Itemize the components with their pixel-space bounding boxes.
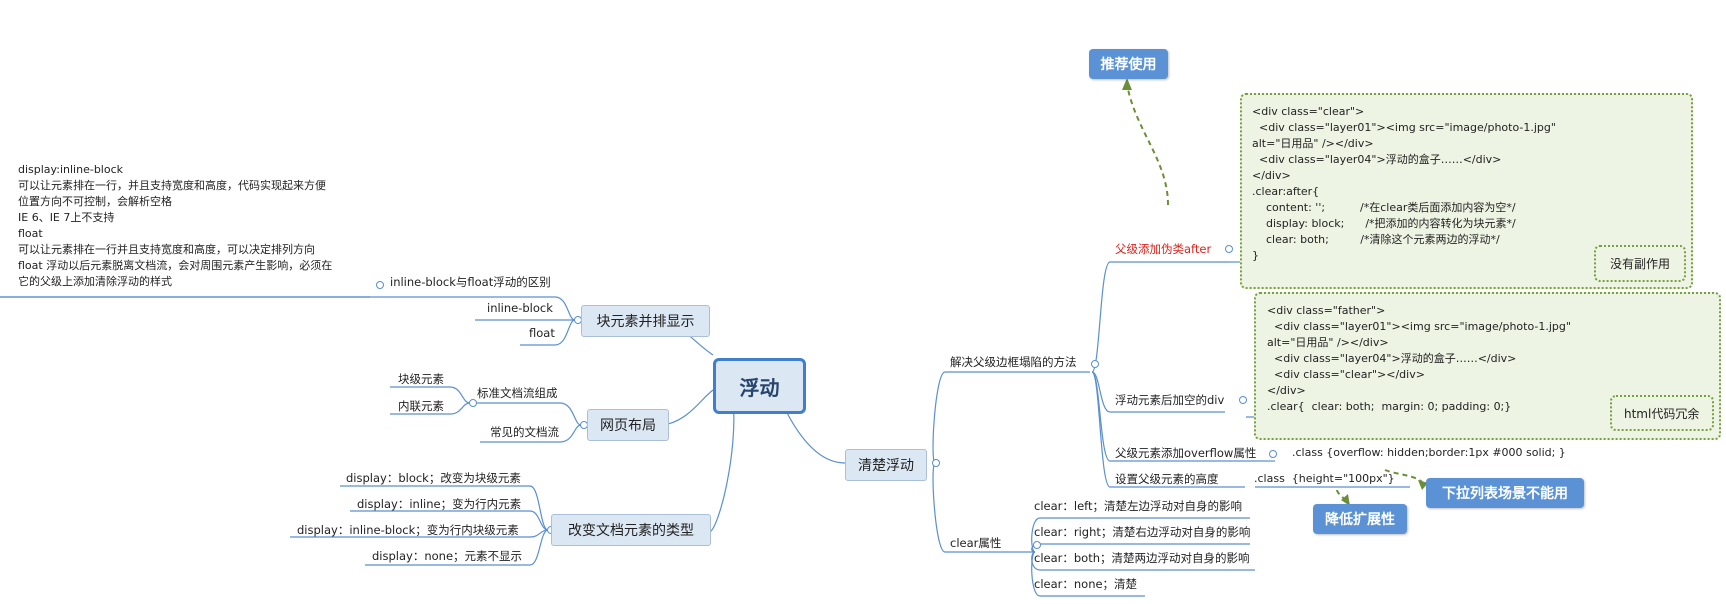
inline-block-float-note: display:inline-block 可以让元素排在一行，并且支持宽度和高度… [18,163,333,288]
child-inline-block[interactable]: inline-block [487,301,553,315]
child-solve-collapse[interactable]: 解决父级边框塌陷的方法 [950,355,1077,369]
callout-no-side-effect: 没有副作用 [1610,257,1671,271]
child-common-flow[interactable]: 常见的文档流 [490,425,559,439]
child-display-block[interactable]: display：block；改变为块级元素 [346,471,521,485]
clear-none[interactable]: clear：none；清楚 [1034,577,1138,591]
branch-block-display-label: 块元素并排显示 [596,314,695,330]
child-display-inline-block[interactable]: display：inline-block；变为行内块级元素 [297,523,519,537]
branch-clear-float-label: 清楚浮动 [858,458,914,474]
callout-dropdown-label: 下拉列表场景不能用 [1442,486,1568,502]
after-code-text: <div class="clear"> <div class="layer01"… [1252,105,1556,262]
child-display-none[interactable]: display：none；元素不显示 [372,549,523,563]
overflow-code-text: .class {overflow: hidden;border:1px #000… [1292,446,1566,459]
height-code-text: .class {height="100px"} [1254,472,1395,485]
clear-left[interactable]: clear：left；清楚左边浮动对自身的影响 [1034,499,1242,513]
clear-both[interactable]: clear：both；清楚两边浮动对自身的影响 [1034,551,1250,565]
item-overflow[interactable]: 父级元素添加overflow属性 [1115,446,1257,460]
child-inline-block-vs-float[interactable]: inline-block与float浮动的区别 [390,275,551,289]
child-clear-property[interactable]: clear属性 [950,536,1002,550]
branch-block-display[interactable]: 块元素并排显示 [581,305,710,337]
item-empty-div[interactable]: 浮动元素后加空的div [1115,393,1225,407]
branch-change-type[interactable]: 改变文档元素的类型 [551,514,711,546]
child-float[interactable]: float [529,326,555,340]
child-display-inline[interactable]: display：inline；变为行内元素 [357,497,522,511]
callout-html-redundant: html代码冗余 [1624,407,1700,421]
branch-page-layout-label: 网页布局 [600,418,656,434]
clear-right[interactable]: clear：right；清楚右边浮动对自身的影响 [1034,525,1251,539]
root-node[interactable]: 浮动 [713,358,806,414]
callout-dropdown[interactable]: 下拉列表场景不能用 [1426,478,1584,508]
grandchild-inline-element[interactable]: 内联元素 [398,399,444,413]
root-label: 浮动 [739,375,780,400]
callout-recommend[interactable]: 推荐使用 [1089,49,1168,79]
branch-change-type-label: 改变文档元素的类型 [568,523,694,539]
branch-page-layout[interactable]: 网页布局 [587,409,669,441]
child-standard-flow[interactable]: 标准文档流组成 [477,386,558,400]
item-set-height[interactable]: 设置父级元素的高度 [1115,472,1219,486]
callout-recommend-label: 推荐使用 [1100,57,1157,73]
grandchild-block-element[interactable]: 块级元素 [398,372,444,386]
callout-low-extend-label: 降低扩展性 [1325,512,1395,528]
branch-clear-float[interactable]: 清楚浮动 [845,449,927,481]
div-code-text: <div class="father"> <div class="layer01… [1267,304,1571,413]
callout-low-extend[interactable]: 降低扩展性 [1313,504,1407,534]
item-after-pseudo[interactable]: 父级添加伪类after [1115,242,1212,256]
no-side-effect-box[interactable] [1594,245,1686,282]
html-redundant-box[interactable] [1610,395,1714,431]
